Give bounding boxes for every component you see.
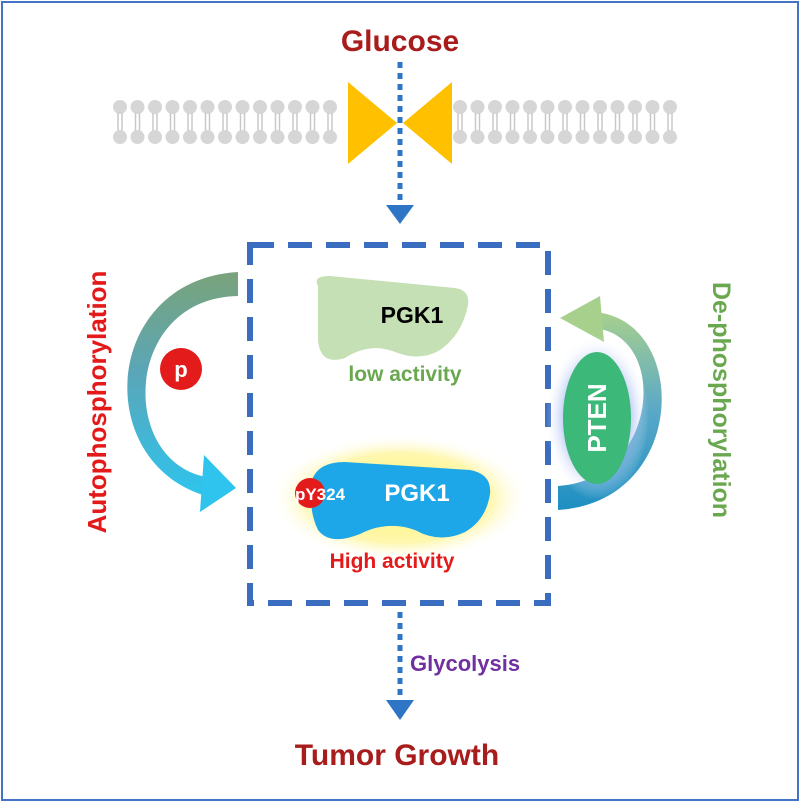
lipid-molecule <box>164 99 181 145</box>
lipid-molecule <box>452 99 468 145</box>
high-activity-label: High activity <box>330 550 455 573</box>
lipid-molecule <box>574 99 591 145</box>
lipid-molecule <box>147 99 163 145</box>
glucose-label: Glucose <box>341 25 459 58</box>
phospho-badge-py324 <box>295 478 325 508</box>
pgk1-low-label: PGK1 <box>381 302 444 328</box>
lipid-molecule <box>539 99 556 145</box>
lipid-molecule <box>217 99 233 145</box>
glycolysis-label: Glycolysis <box>410 651 520 676</box>
pgk1-low-activity-shape <box>316 276 469 360</box>
lipid-molecule <box>322 99 338 145</box>
tumor-growth-label: Tumor Growth <box>295 739 499 772</box>
lipid-molecule <box>592 99 608 145</box>
dephosphorylation-label: De-phosphorylation <box>707 282 735 518</box>
lipid-molecule <box>129 99 146 145</box>
lipid-molecule <box>234 99 251 145</box>
dephosphorylation-arrowhead <box>560 296 604 342</box>
lipid-molecule <box>182 99 198 145</box>
lipid-molecule <box>304 99 321 145</box>
p-badge <box>160 348 202 390</box>
lipid-molecule <box>504 99 521 145</box>
glucose-import-arrowhead <box>386 205 414 224</box>
pten-enzyme <box>563 352 631 484</box>
lipid-molecule <box>287 99 303 145</box>
lipid-molecule <box>252 99 268 145</box>
lipid-molecule <box>269 99 286 145</box>
pgk1-high-label: PGK1 <box>384 480 449 507</box>
lipid-molecule <box>522 99 538 145</box>
pten-label: PTEN <box>582 383 612 452</box>
pgk1-high-activity-shape <box>310 462 491 540</box>
lipid-molecule <box>199 99 216 145</box>
lipid-molecule <box>627 99 643 145</box>
lipid-molecule <box>112 99 128 145</box>
lipid-molecule <box>662 99 678 145</box>
glucose-transporter-right <box>403 82 452 164</box>
lipid-molecule <box>609 99 626 145</box>
lipid-molecule <box>557 99 573 145</box>
low-activity-label: low activity <box>348 363 462 386</box>
autophosphorylation-arc <box>127 272 238 498</box>
py324-label: pY324 <box>295 485 346 504</box>
lipid-molecule <box>469 99 486 145</box>
p-badge-label: p <box>174 357 187 382</box>
lipid-molecule <box>644 99 661 145</box>
autophosphorylation-label: Autophosphorylation <box>82 271 112 534</box>
glycolysis-arrowhead <box>386 700 414 720</box>
lipid-molecule <box>487 99 503 145</box>
autophosphorylation-arrowhead <box>200 455 236 512</box>
glucose-transporter-left <box>348 82 397 164</box>
